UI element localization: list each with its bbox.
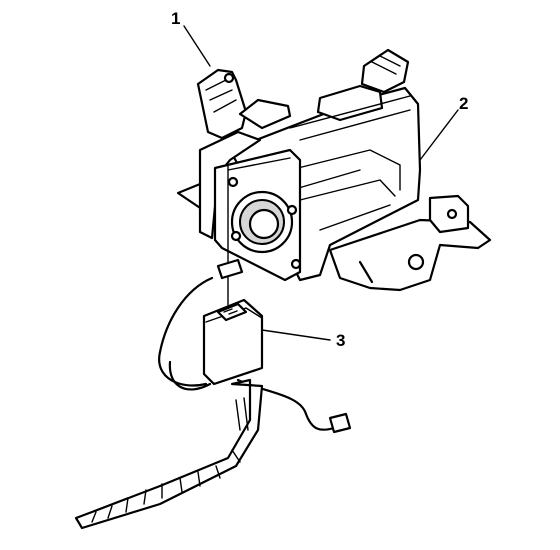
callout-1: 1 xyxy=(171,9,180,28)
callout-3: 3 xyxy=(336,331,345,350)
leader-lines xyxy=(183,25,459,341)
mounting-bracket xyxy=(176,180,492,292)
lock-cylinder xyxy=(196,68,292,140)
callout-2: 2 xyxy=(459,94,468,113)
ignition-switch-module xyxy=(74,164,352,530)
column-housing xyxy=(198,48,422,282)
leader-line-3 xyxy=(261,329,331,341)
leader-line-2 xyxy=(419,109,459,161)
leader-line-1 xyxy=(183,25,211,67)
